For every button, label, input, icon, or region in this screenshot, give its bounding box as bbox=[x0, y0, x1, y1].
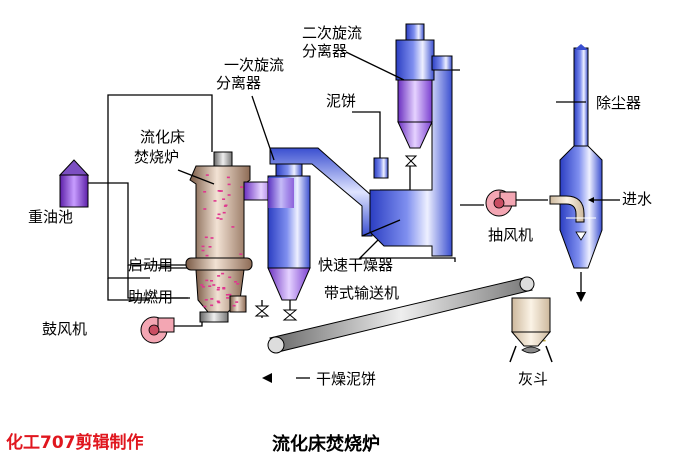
valves bbox=[254, 155, 418, 321]
particle-dot bbox=[239, 253, 243, 255]
particle-dot bbox=[216, 300, 220, 303]
fb-incinerator bbox=[185, 49, 546, 342]
particle-dot bbox=[240, 186, 244, 188]
exhaust-fan bbox=[485, 189, 517, 217]
label-blower: 鼓风机 bbox=[42, 320, 87, 338]
footer-title: 流化床焚烧炉 bbox=[272, 433, 380, 455]
particle-dot bbox=[203, 208, 207, 210]
blower-fan bbox=[140, 316, 175, 344]
heavy-oil-tank bbox=[58, 159, 90, 208]
particle-dot bbox=[227, 183, 231, 186]
particle-dot bbox=[201, 249, 205, 252]
particle-dot bbox=[205, 254, 209, 257]
particle-dot bbox=[221, 272, 225, 275]
dust-outlet-arrow-icon bbox=[576, 292, 586, 302]
particle-dot bbox=[200, 284, 204, 286]
particle-dot bbox=[217, 301, 221, 304]
particle-dot bbox=[203, 305, 207, 308]
particle-dot bbox=[226, 297, 230, 299]
particle-dot bbox=[210, 304, 214, 307]
particle-dot bbox=[218, 190, 222, 192]
particle-dot bbox=[227, 194, 231, 196]
particle-dot bbox=[222, 287, 226, 289]
flash-dryer bbox=[369, 59, 453, 257]
particle-dot bbox=[226, 176, 230, 179]
particle-dot bbox=[210, 237, 214, 239]
particle-dot bbox=[222, 211, 226, 214]
label-fb-incinerator: 流化床 焚烧炉 bbox=[134, 128, 190, 166]
particle-dot bbox=[210, 280, 213, 282]
particle-dot bbox=[225, 294, 229, 296]
particle-dot bbox=[205, 279, 209, 282]
dry-cake-arrow-icon bbox=[262, 373, 272, 383]
particle-dot bbox=[232, 304, 236, 307]
ash-hopper bbox=[509, 297, 553, 363]
label-water-inlet: 进水 bbox=[622, 190, 652, 208]
label-flash-dryer: 快速干燥器 bbox=[318, 256, 393, 274]
particle-dot bbox=[208, 246, 212, 248]
dust-collector bbox=[549, 44, 604, 269]
label-primary-cyclone: 一次旋流 分离器 bbox=[216, 56, 289, 92]
label-heavy-oil-tank: 重油池 bbox=[28, 208, 73, 226]
label-belt-conveyor: 带式输送机 bbox=[324, 284, 399, 302]
particle-dot bbox=[208, 285, 212, 287]
primary-cyclone bbox=[267, 161, 311, 301]
label-combustion-aid: 助燃用 bbox=[128, 288, 173, 306]
secondary-cyclone bbox=[395, 23, 453, 149]
particle-dot bbox=[201, 245, 205, 248]
footer-credit: 化工707剪辑制作 bbox=[6, 432, 144, 453]
particle-dot bbox=[217, 275, 221, 277]
particle-dot bbox=[234, 281, 238, 283]
particle-dot bbox=[222, 287, 226, 290]
particle-dot bbox=[213, 200, 217, 202]
particle-dot bbox=[205, 174, 209, 176]
leader-lines bbox=[177, 51, 620, 237]
particle-dot bbox=[542, 339, 546, 342]
particle-dot bbox=[222, 198, 226, 200]
particle-dot bbox=[210, 298, 214, 300]
particle-dot bbox=[217, 213, 221, 216]
label-startup: 启动用 bbox=[128, 256, 173, 274]
particle-dot bbox=[235, 301, 239, 303]
label-sludge-cake: 泥饼 bbox=[326, 92, 356, 110]
particle-dot bbox=[204, 236, 208, 239]
particle-dot bbox=[212, 284, 216, 286]
label-dust-collector: 除尘器 bbox=[596, 94, 641, 112]
particle-dot bbox=[216, 217, 220, 219]
particle-dot bbox=[204, 299, 208, 301]
particle-dot bbox=[201, 286, 205, 288]
particle-dot bbox=[203, 191, 207, 193]
particle-dot bbox=[219, 218, 223, 220]
label-secondary-cyclone: 二次旋流 分离器 bbox=[302, 24, 367, 60]
particle-dot bbox=[217, 286, 221, 289]
particle-dot bbox=[231, 226, 235, 228]
label-dry-sludge-cake: 干燥泥饼 bbox=[316, 370, 376, 388]
particle-dot bbox=[236, 283, 240, 285]
label-exhaust-fan: 抽风机 bbox=[488, 226, 533, 244]
labels: 重油池 鼓风机 启动用 助燃用 流化床 焚烧炉 一次旋流 分离器 二次旋流 分离… bbox=[28, 24, 652, 388]
label-ash-hopper: 灰斗 bbox=[518, 370, 548, 388]
particle-dot bbox=[224, 204, 228, 207]
particle-dot bbox=[228, 276, 232, 279]
belt-conveyor bbox=[267, 276, 535, 354]
particle-dot bbox=[228, 293, 232, 296]
particle-dot bbox=[216, 288, 220, 291]
